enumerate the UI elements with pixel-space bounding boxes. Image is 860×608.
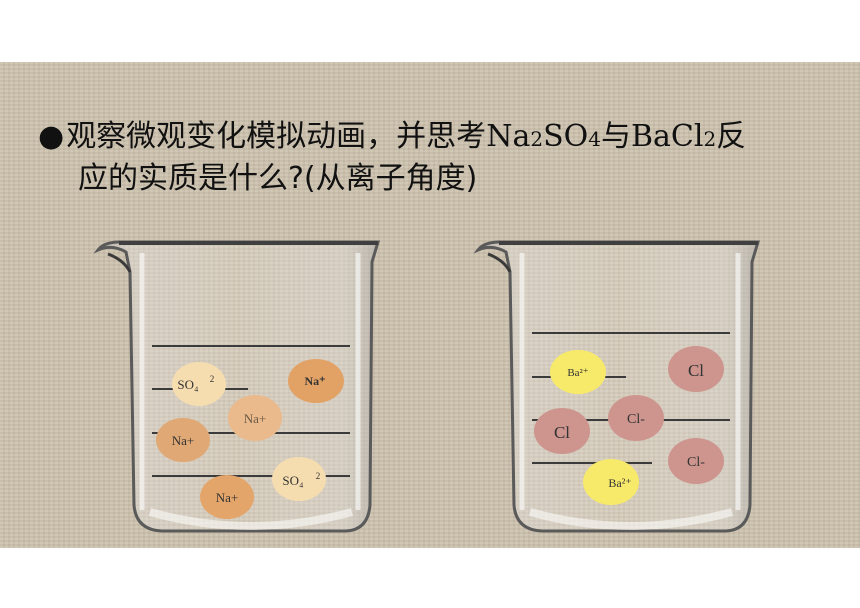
ion-left-0: SO₄ 2: [172, 362, 226, 406]
ion-right-0: Ba²⁺: [550, 350, 606, 394]
right-beaker: Ba²⁺ Cl Cl Cl- Cl- Ba²⁺: [473, 240, 761, 533]
bullet-icon: ●: [38, 119, 65, 154]
svg-text:Ba²⁺: Ba²⁺: [567, 367, 589, 379]
svg-text:Cl: Cl: [554, 423, 570, 442]
question-line-2: 应的实质是什么?(从离子角度): [78, 161, 478, 196]
formula-na2so4: Na2SO4: [486, 119, 601, 154]
ion-left-3: Na+: [156, 418, 210, 462]
question-part-b: 反: [716, 119, 747, 154]
ion-left-2: Na+: [228, 395, 282, 441]
svg-text:SO₄: SO₄: [177, 377, 199, 392]
ion-left-5: Na+: [200, 475, 254, 519]
svg-text:Cl-: Cl-: [627, 412, 645, 427]
svg-text:SO₄: SO₄: [282, 473, 304, 488]
ion-right-1: Cl: [668, 346, 724, 392]
question-text: ●观察微观变化模拟动画，并思考Na2SO4与BaCl2反 应的实质是什么?(从离…: [38, 117, 798, 199]
svg-text:Ba²⁺: Ba²⁺: [608, 476, 631, 490]
question-connector: 与: [600, 119, 631, 154]
ion-right-2: Cl: [534, 408, 590, 454]
svg-text:2: 2: [210, 374, 215, 384]
svg-text:2: 2: [316, 471, 321, 481]
svg-text:Na+: Na+: [244, 411, 267, 426]
question-part-a: 观察微观变化模拟动画，并思考: [66, 119, 487, 154]
svg-text:Cl: Cl: [688, 361, 704, 380]
ion-right-5: Ba²⁺: [583, 459, 639, 505]
ion-left-1: Na⁺: [288, 359, 344, 403]
ion-left-4: SO₄ 2: [272, 457, 326, 501]
svg-text:Na+: Na+: [216, 490, 239, 505]
ion-right-4: Cl-: [668, 438, 724, 484]
svg-text:Na⁺: Na⁺: [305, 374, 326, 388]
left-beaker: SO₄ 2 Na⁺ Na+ Na+ SO₄ 2 Na+: [93, 240, 381, 533]
formula-bacl2: BaCl2: [630, 119, 717, 154]
ion-right-3: Cl-: [608, 395, 664, 441]
svg-text:Cl-: Cl-: [687, 455, 705, 470]
question-line-1: ●观察微观变化模拟动画，并思考Na2SO4与BaCl2反: [38, 117, 798, 159]
svg-text:Na+: Na+: [172, 433, 195, 448]
